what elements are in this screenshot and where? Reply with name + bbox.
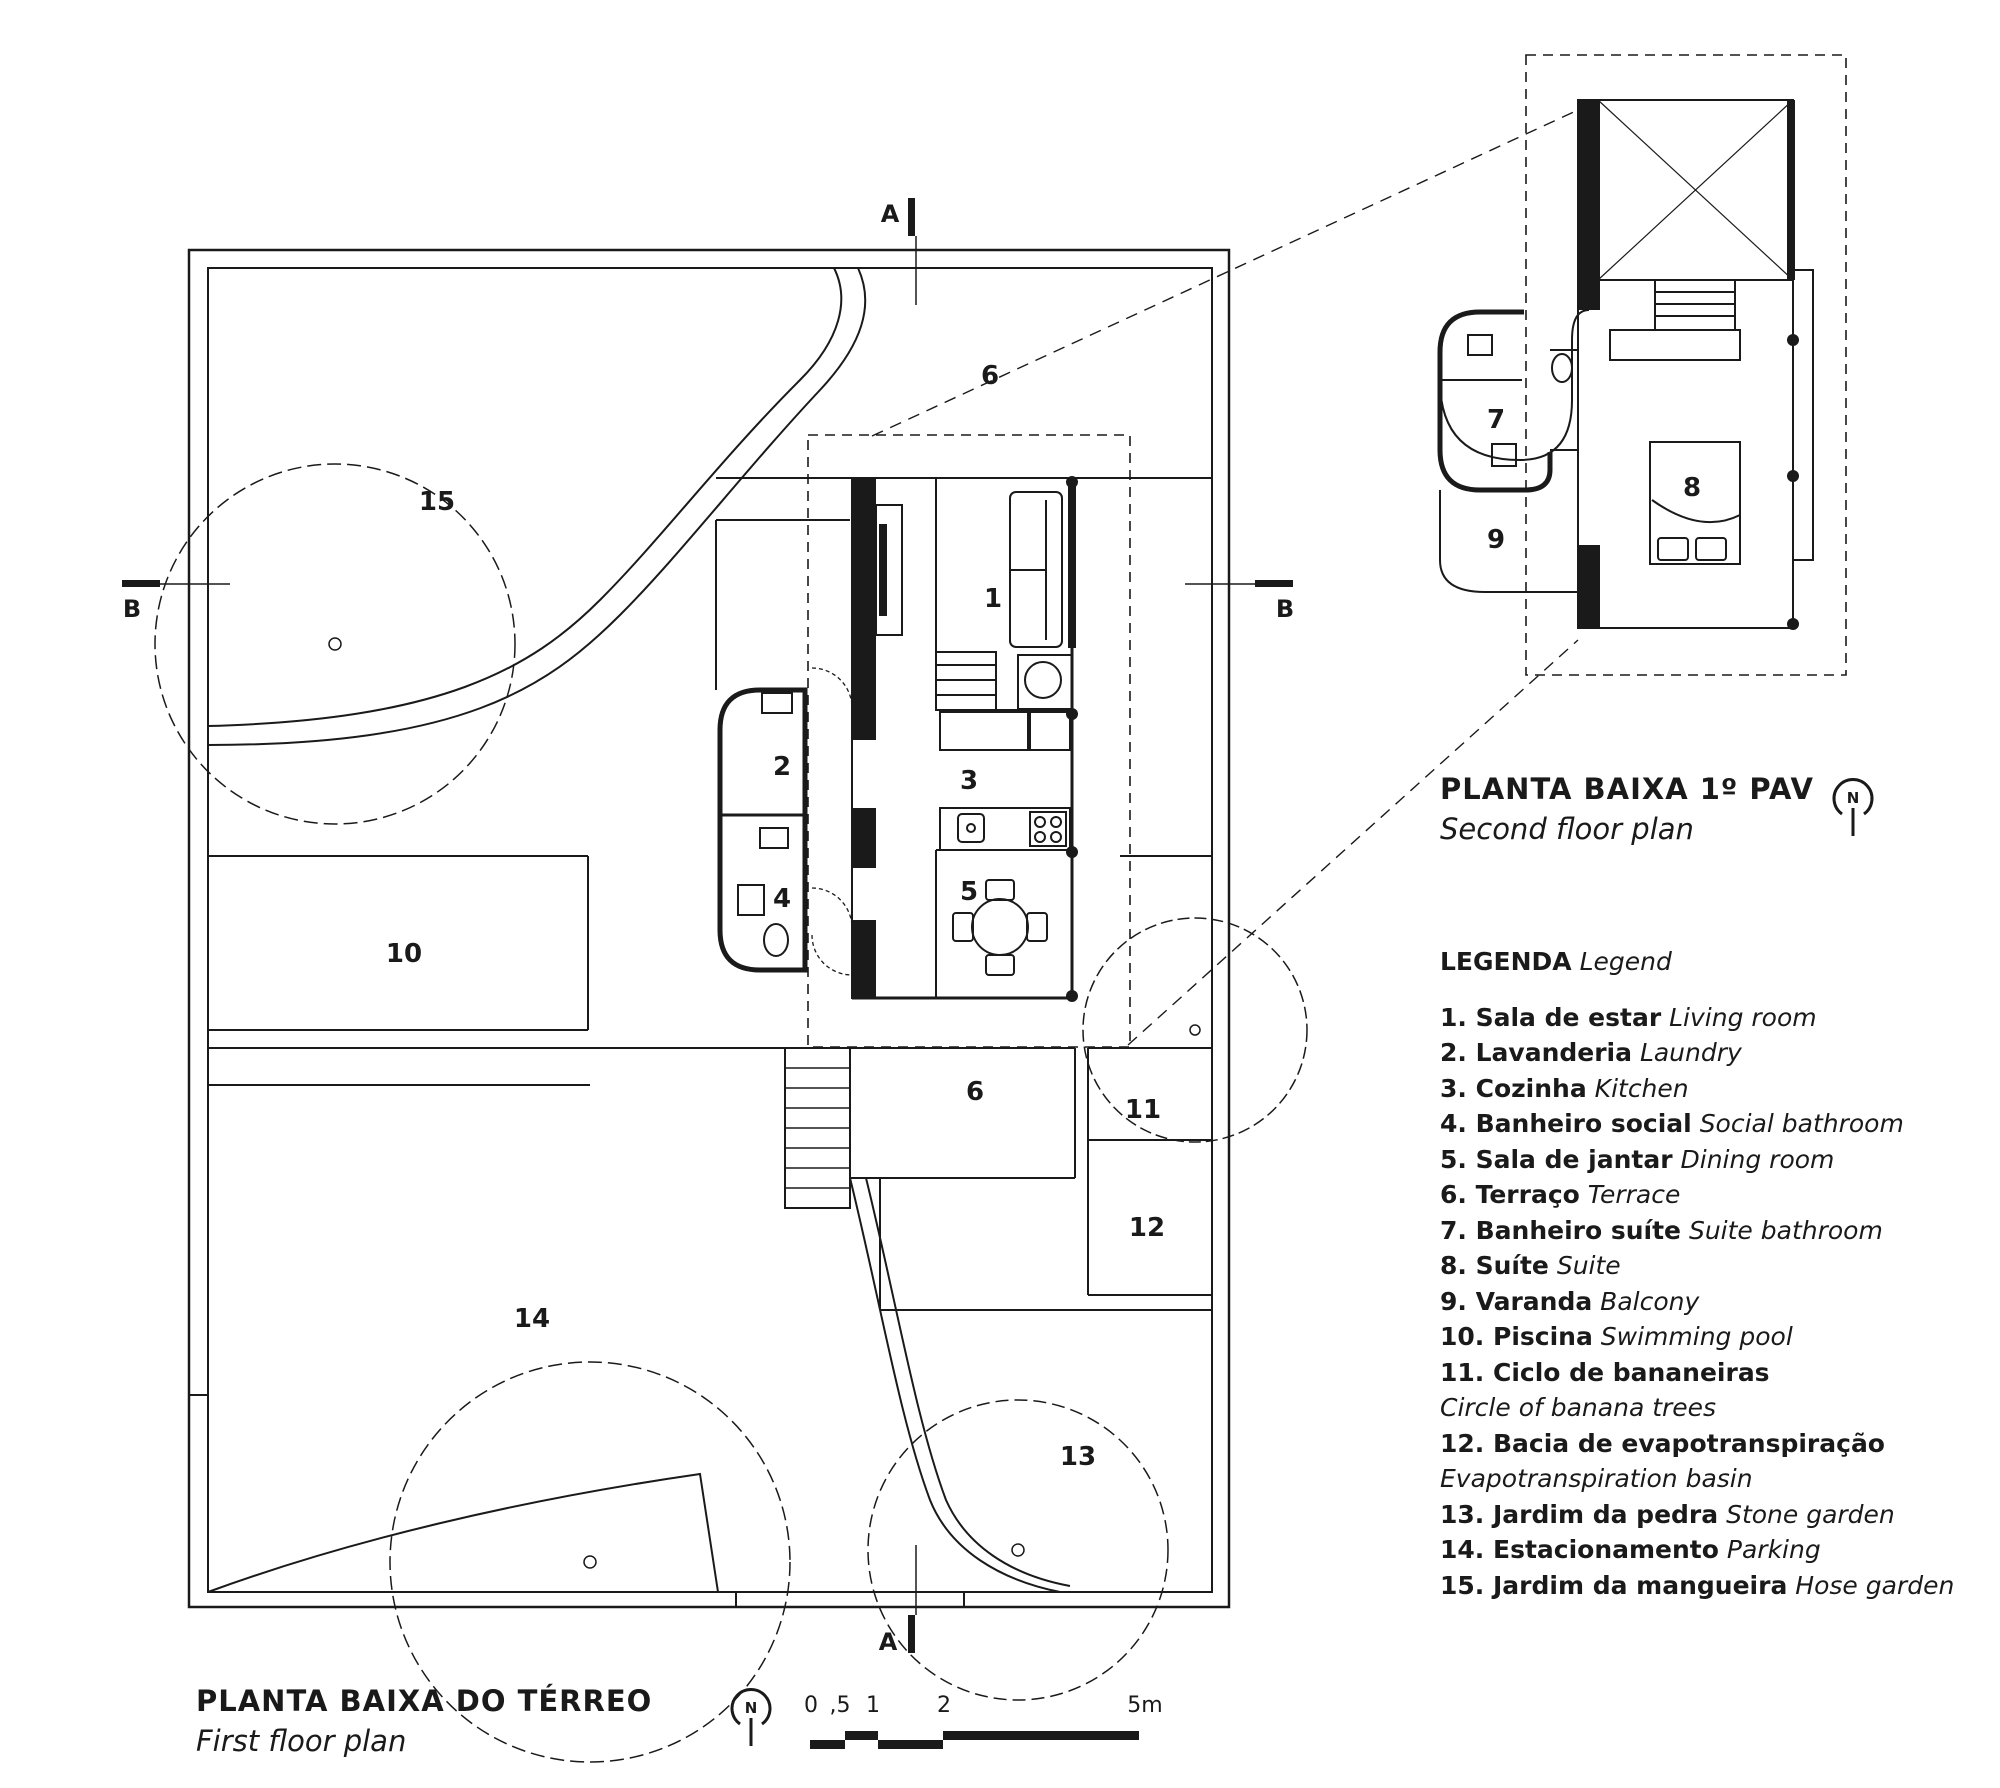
room-label: 11 — [1125, 1095, 1161, 1125]
legend-item: 3. Cozinha Kitchen — [1440, 1073, 1689, 1103]
ground-floor-subtitle: First floor plan — [196, 1724, 407, 1758]
scale-label: 5m — [1127, 1693, 1162, 1718]
legend-item: 14. Estacionamento Parking — [1440, 1535, 1821, 1564]
room-label: 14 — [514, 1304, 550, 1334]
legend-item: 7. Banheiro suíte Suite bathroom — [1440, 1215, 1883, 1245]
section-mark-a-bottom: A — [879, 1628, 898, 1656]
room-label: 6 — [981, 361, 999, 391]
dining-table — [971, 898, 1029, 956]
room-label: 3 — [960, 766, 978, 796]
scale-label: 2 — [937, 1693, 951, 1718]
legend-item: 13. Jardim da pedra Stone garden — [1440, 1499, 1895, 1529]
scale-bar — [810, 1731, 1139, 1749]
parking-wedge — [207, 1472, 719, 1593]
site-boundary — [187, 248, 1231, 1609]
upper-plan-outline — [1577, 99, 1794, 629]
tree-14 — [389, 1361, 791, 1763]
bathroom-pod — [717, 687, 808, 973]
room-label: 7 — [1487, 405, 1505, 435]
tree-13 — [867, 1399, 1169, 1701]
north-arrow-icon — [1832, 778, 1874, 836]
entry-gate — [735, 1591, 965, 1608]
suite-bathroom-pod — [1437, 309, 1553, 493]
tree-15 — [154, 463, 516, 825]
legend-item: 5. Sala de jantar Dining room — [1440, 1144, 1835, 1174]
room-label: 5 — [960, 877, 978, 907]
room-label: 12 — [1129, 1213, 1165, 1243]
section-mark-a-top: A — [881, 200, 900, 228]
upper-plan-frame — [1525, 54, 1847, 676]
room-label: 8 — [1683, 473, 1701, 503]
room-label: 1 — [984, 584, 1002, 614]
parking-curve — [849, 1177, 1061, 1593]
legend-item: 1. Sala de estar Living room — [1440, 1002, 1817, 1032]
garden-path-curve — [207, 267, 843, 727]
room-label: 13 — [1060, 1442, 1096, 1472]
section-mark-b-right: B — [1276, 595, 1294, 623]
north-label: N — [1847, 789, 1860, 807]
legend-item-en: Evapotranspiration basin — [1440, 1464, 1753, 1493]
upper-floor-subtitle: Second floor plan — [1440, 812, 1694, 846]
kitchen-counter — [939, 711, 1029, 751]
legend-item: 10. Piscina Swimming pool — [1440, 1322, 1793, 1351]
room-label: 2 — [773, 752, 791, 782]
north-arrow-icon — [730, 1688, 772, 1746]
legend-item: 15. Jardim da mangueira Hose garden — [1440, 1570, 1955, 1600]
room-label: 4 — [773, 884, 791, 914]
legend-item: 8. Suíte Suite — [1440, 1251, 1621, 1280]
legend-item: 2. Lavanderia Laundry — [1440, 1038, 1742, 1067]
legend-heading-pt: LEGENDA — [1440, 947, 1572, 976]
legend-item: 6. Terraço Terrace — [1440, 1180, 1681, 1209]
site-inner-boundary — [207, 267, 1213, 1593]
ground-floor-title: PLANTA BAIXA DO TÉRREO — [196, 1684, 653, 1718]
room-label: 9 — [1487, 525, 1505, 555]
legend-item: 11. Ciclo de bananeiras — [1440, 1357, 1770, 1387]
room-label: 15 — [419, 487, 455, 517]
legend-heading-en: Legend — [1579, 947, 1672, 976]
legend-item: 12. Bacia de evapotranspiração — [1440, 1428, 1885, 1458]
tree-11 — [1082, 917, 1308, 1143]
room-label: 6 — [966, 1077, 984, 1107]
legend-item: 9. Varanda Balcony — [1440, 1286, 1700, 1316]
scale-label: 1 — [866, 1693, 880, 1718]
room-label: 10 — [386, 939, 422, 969]
upper-floor-title: PLANTA BAIXA 1º PAV — [1440, 772, 1814, 806]
scale-label: 0 — [804, 1693, 818, 1718]
upper-floor-projection — [807, 434, 1131, 1048]
legend-item-en: Circle of banana trees — [1440, 1393, 1717, 1422]
legend: LEGENDA Legend 1. Sala de estar Living r… — [1440, 944, 1954, 1603]
legend-item: 4. Banheiro social Social bathroom — [1440, 1109, 1904, 1138]
section-mark-b-left: B — [123, 595, 141, 623]
legend-heading: LEGENDA Legend — [1440, 944, 1954, 980]
scale-label: ,5 — [830, 1693, 851, 1718]
north-label: N — [745, 1699, 758, 1717]
